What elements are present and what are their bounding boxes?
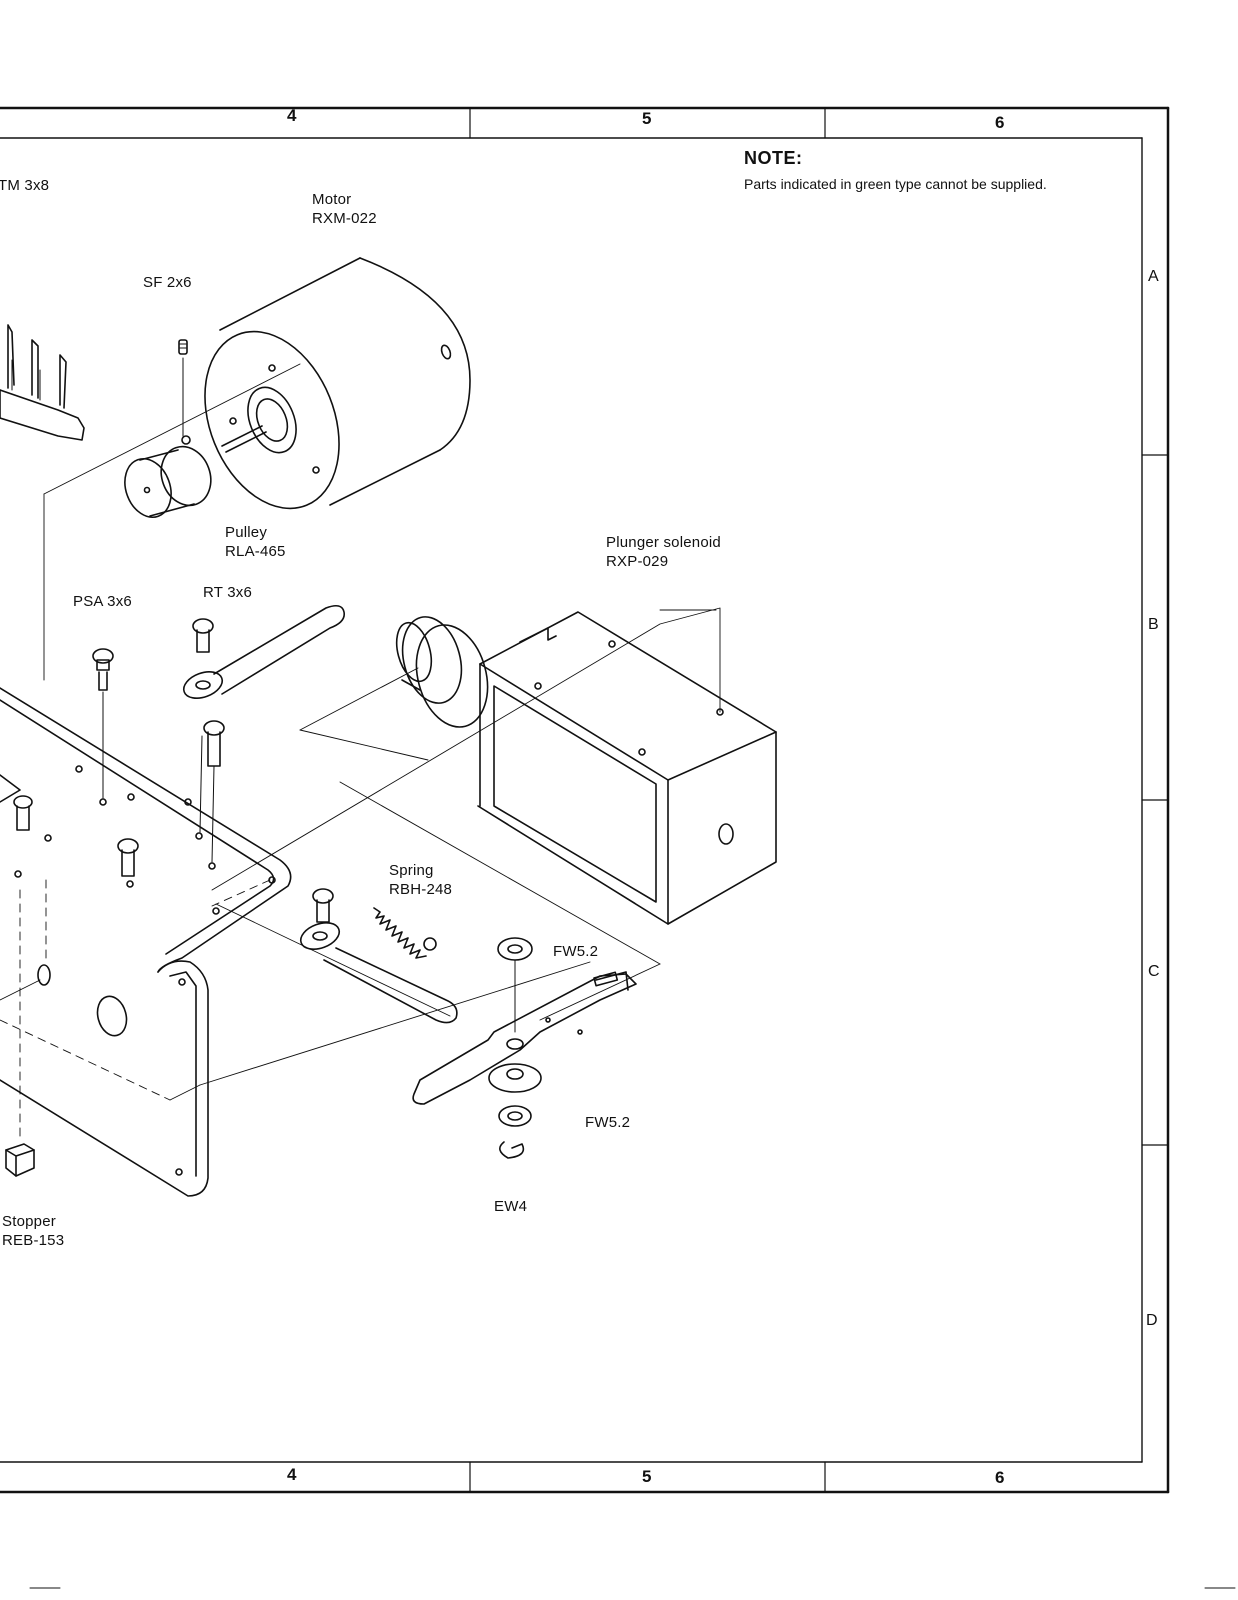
label-motor-part: RXM-022 [312, 210, 377, 227]
label-fw-washer-top: FW5.2 [553, 943, 599, 960]
label-spring-part: RBH-248 [389, 881, 453, 898]
label-plunger-name: Plunger solenoid [606, 534, 721, 551]
label-psa-screw: PSA 3x6 [73, 593, 132, 610]
label-fw-washer-bottom: FW5.2 [585, 1114, 631, 1131]
terminal-strip [0, 324, 85, 441]
lever-icon [299, 922, 458, 1024]
label-rt-screw: RT 3x6 [203, 584, 253, 601]
label-stopper-part: REB-153 [2, 1232, 65, 1249]
solenoid-icon [395, 611, 777, 925]
motor-icon [204, 257, 471, 510]
label-sf-screw: SF 2x6 [143, 274, 192, 291]
grid-column-4-top: 4 [287, 106, 297, 125]
grid-row-c: C [1148, 963, 1160, 980]
label-pulley-part: RLA-465 [225, 543, 286, 560]
grid-column-5-bottom: 5 [642, 1467, 652, 1486]
grid-row-a: A [1148, 268, 1159, 285]
drawing-frame [0, 106, 1236, 1589]
slide-arm-icon [412, 971, 637, 1105]
label-motor-name: Motor [312, 191, 352, 208]
grid-column-6-top: 6 [995, 113, 1005, 132]
stopper-icon [5, 1143, 35, 1177]
grid-row-d: D [1146, 1312, 1158, 1329]
lever-icon [182, 604, 346, 699]
bracket-icon [0, 687, 292, 1197]
note-title: NOTE: [744, 148, 803, 168]
grid-column-4-bottom: 4 [287, 1465, 297, 1484]
label-stopper-name: Stopper [2, 1213, 56, 1230]
label-spring-name: Spring [389, 862, 434, 879]
label-plunger-part: RXP-029 [606, 553, 669, 570]
grid-column-5-top: 5 [642, 109, 652, 128]
label-ew-ring: EW4 [494, 1198, 528, 1215]
pulley-icon [124, 435, 212, 518]
grid-row-b: B [1148, 616, 1159, 633]
label-pulley-name: Pulley [225, 524, 268, 541]
note-text: Parts indicated in green type cannot be … [744, 176, 1047, 192]
label-tm-screw: TM 3x8 [0, 177, 50, 194]
screw-icon [13, 618, 334, 923]
spring-icon [373, 907, 437, 959]
assembly-leader-lines [0, 363, 721, 1141]
washer-icon [497, 937, 533, 1159]
grid-column-6-bottom: 6 [995, 1468, 1005, 1487]
